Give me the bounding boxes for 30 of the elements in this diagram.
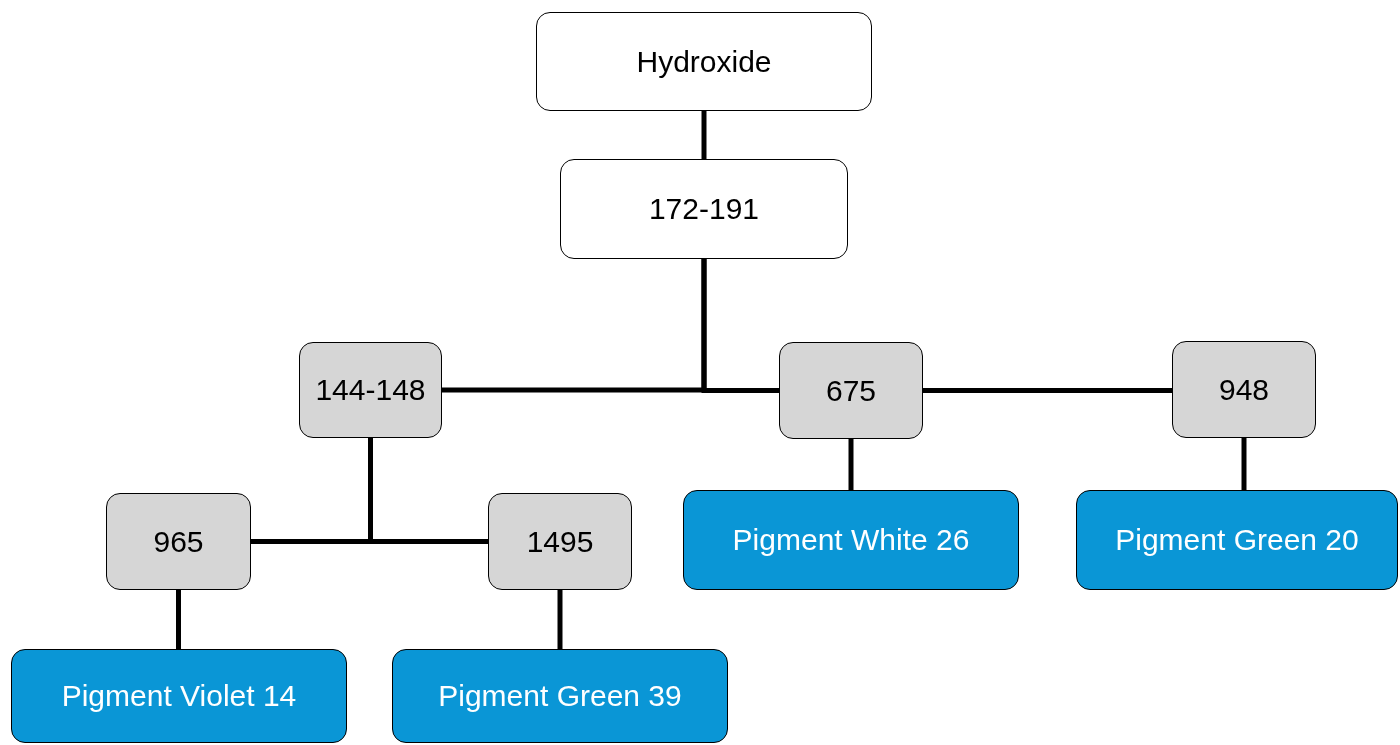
node-label: 144-148 (315, 373, 426, 407)
node-box (560, 159, 848, 259)
node-box (1076, 490, 1398, 590)
connector-line (176, 590, 181, 649)
node-label: Hydroxide (636, 44, 772, 79)
node-box (106, 493, 251, 590)
connector-line (557, 590, 563, 649)
node-label: 172-191 (648, 192, 760, 226)
node-label: 965 (153, 524, 204, 559)
node-box (1172, 341, 1316, 438)
connector-line (848, 439, 854, 490)
connector-line (923, 388, 1172, 393)
connector-line (701, 111, 707, 159)
node-label: Pigment Green 39 (438, 679, 682, 713)
connector-line (701, 259, 779, 393)
node-box (536, 12, 872, 111)
connector-line (1241, 438, 1247, 490)
node-box (488, 493, 632, 590)
connector-line (368, 438, 488, 544)
node-box (779, 342, 923, 439)
node-box (683, 490, 1019, 590)
node-label: 1495 (526, 524, 594, 559)
node-box (392, 649, 728, 743)
node-label: Pigment White 26 (732, 523, 970, 557)
node-box (11, 649, 347, 743)
node-box (299, 342, 442, 438)
node-label: Pigment Violet 14 (61, 679, 297, 713)
node-label: 948 (1218, 372, 1270, 407)
node-label: 675 (825, 373, 877, 408)
node-label: Pigment Green 20 (1115, 523, 1359, 557)
